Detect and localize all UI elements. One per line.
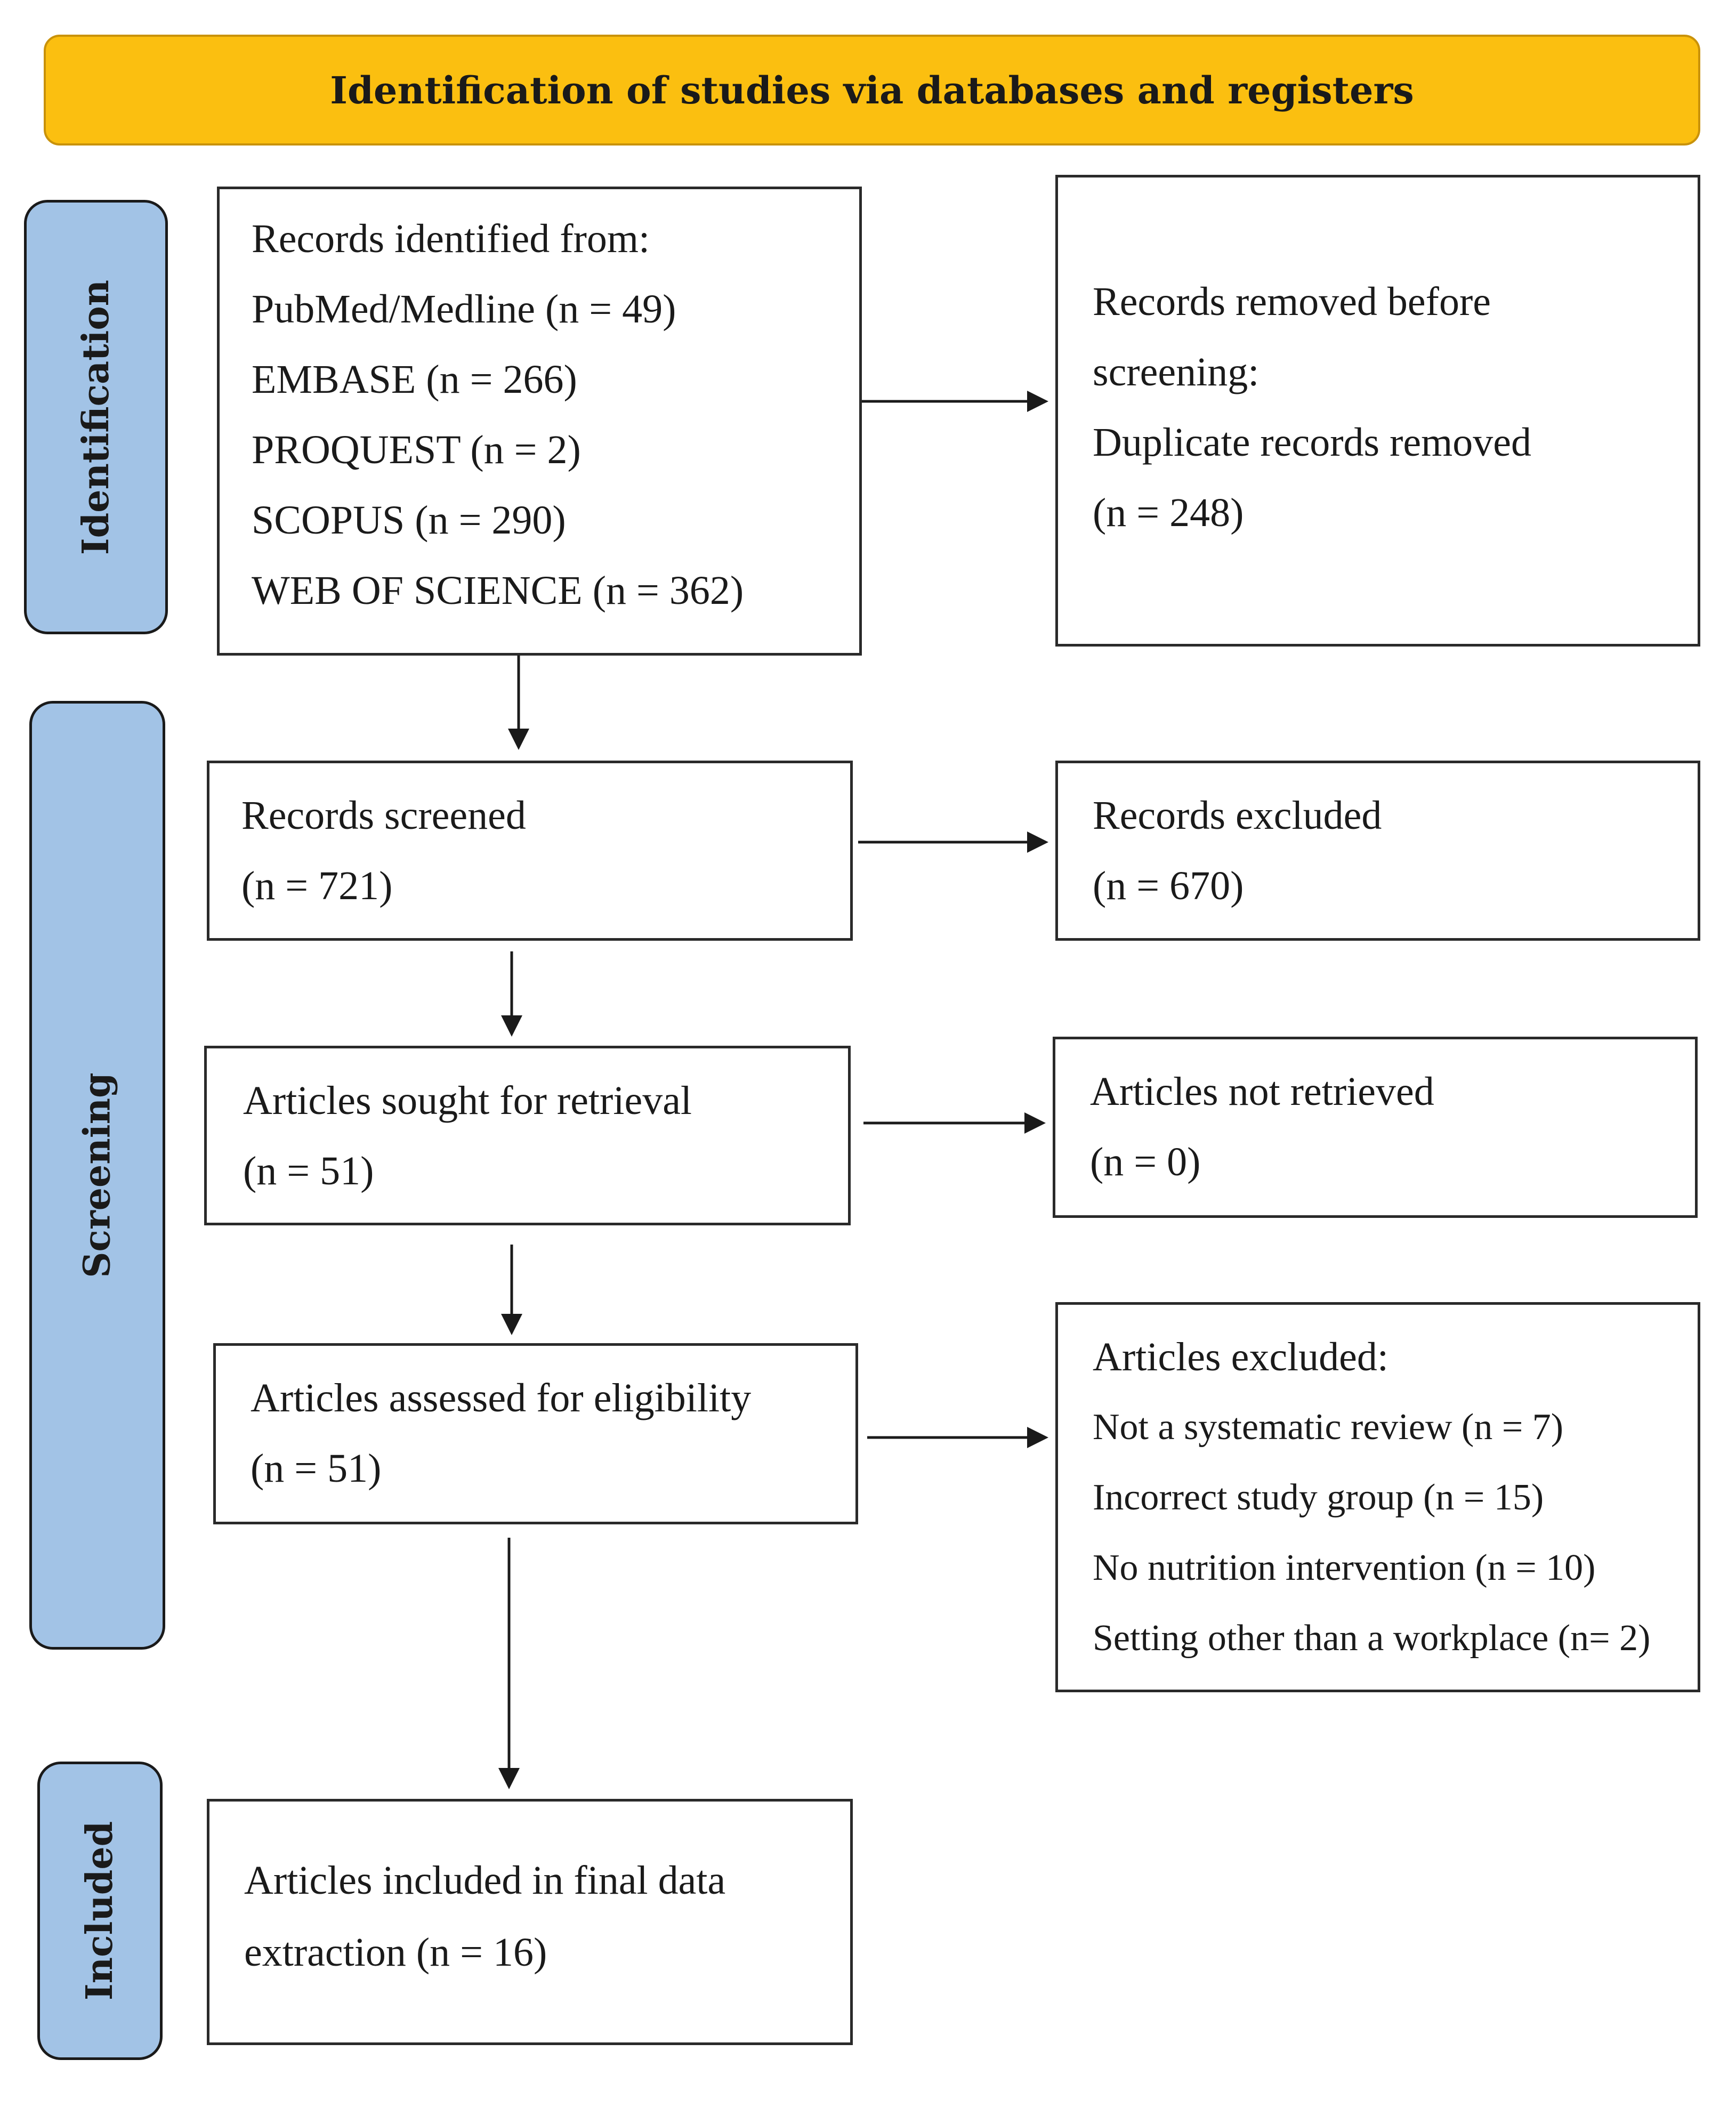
articles-excluded-heading: Articles excluded: bbox=[1093, 1335, 1389, 1379]
not-retrieved-label: Articles not retrieved bbox=[1090, 1069, 1434, 1114]
records-removed-line-2: screening: bbox=[1093, 350, 1259, 394]
included-final-box: Articles included in final data extracti… bbox=[207, 1799, 853, 2045]
assessed-for-eligibility-label: Articles assessed for eligibility bbox=[251, 1376, 752, 1420]
records-screened-label: Records screened bbox=[241, 793, 526, 838]
records-removed-line-1: Records removed before bbox=[1093, 279, 1491, 324]
stage-included: Included bbox=[37, 1762, 163, 2060]
articles-excluded-reason-1: Not a systematic review (n = 7) bbox=[1093, 1407, 1564, 1448]
header-banner: Identification of studies via databases … bbox=[44, 35, 1700, 146]
records-excluded-box: Records excluded (n = 670) bbox=[1055, 761, 1700, 941]
records-identified-proquest: PROQUEST (n = 2) bbox=[252, 427, 581, 472]
records-removed-count: (n = 248) bbox=[1093, 490, 1244, 535]
records-removed-line-3: Duplicate records removed bbox=[1093, 420, 1531, 465]
sought-for-retrieval-box: Articles sought for retrieval (n = 51) bbox=[204, 1046, 851, 1225]
header-title: Identification of studies via databases … bbox=[330, 68, 1414, 112]
records-identified-pubmed: PubMed/Medline (n = 49) bbox=[252, 287, 676, 332]
stage-screening: Screening bbox=[29, 701, 165, 1650]
articles-excluded-reason-4: Setting other than a workplace (n= 2) bbox=[1093, 1618, 1651, 1659]
records-identified-box: Records identified from: PubMed/Medline … bbox=[217, 187, 862, 656]
articles-excluded-box: Articles excluded: Not a systematic revi… bbox=[1055, 1302, 1700, 1692]
assessed-for-eligibility-count: (n = 51) bbox=[251, 1446, 382, 1491]
stage-identification: Identification bbox=[24, 200, 168, 634]
not-retrieved-box: Articles not retrieved (n = 0) bbox=[1053, 1037, 1698, 1218]
records-excluded-count: (n = 670) bbox=[1093, 863, 1244, 908]
included-final-line-2: extraction (n = 16) bbox=[244, 1930, 547, 1975]
articles-excluded-reason-2: Incorrect study group (n = 15) bbox=[1093, 1477, 1544, 1518]
articles-excluded-reason-3: No nutrition intervention (n = 10) bbox=[1093, 1547, 1596, 1588]
included-final-line-1: Articles included in final data bbox=[244, 1858, 726, 1903]
records-identified-heading: Records identified from: bbox=[252, 216, 650, 261]
sought-for-retrieval-count: (n = 51) bbox=[243, 1149, 374, 1193]
not-retrieved-count: (n = 0) bbox=[1090, 1140, 1201, 1184]
records-excluded-label: Records excluded bbox=[1093, 793, 1382, 838]
sought-for-retrieval-label: Articles sought for retrieval bbox=[243, 1078, 692, 1123]
records-screened-count: (n = 721) bbox=[241, 863, 393, 908]
records-identified-embase: EMBASE (n = 266) bbox=[252, 357, 577, 402]
records-removed-box: Records removed before screening: Duplic… bbox=[1055, 175, 1700, 647]
records-screened-box: Records screened (n = 721) bbox=[207, 761, 853, 941]
assessed-for-eligibility-box: Articles assessed for eligibility (n = 5… bbox=[213, 1343, 858, 1524]
records-identified-wos: WEB OF SCIENCE (n = 362) bbox=[252, 568, 744, 613]
records-identified-scopus: SCOPUS (n = 290) bbox=[252, 498, 566, 543]
